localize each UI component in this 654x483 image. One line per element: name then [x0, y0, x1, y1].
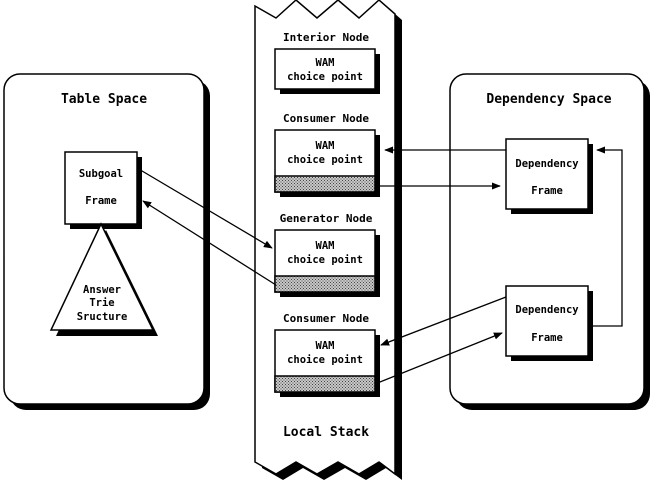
table-space-title: Table Space: [61, 92, 147, 107]
generator-node-title: Generator Node: [280, 212, 373, 225]
arrow-subgoal-to-generator: [136, 167, 273, 249]
arrow-generator-to-subgoal: [142, 200, 277, 286]
consumer-node-2-line2: choice point: [287, 354, 363, 366]
answer-trie-line2: Trie: [89, 297, 114, 309]
consumer-node-1-line1: WAM: [316, 140, 335, 152]
dependency-frame-1-line1: Dependency: [515, 158, 579, 170]
arrows: [136, 146, 623, 385]
dependency-frame-2-line2: Frame: [531, 332, 563, 344]
interior-node-title: Interior Node: [283, 31, 369, 44]
consumer-node-1: Consumer Node WAM choice point: [274, 112, 380, 197]
generator-node-line2: choice point: [287, 254, 363, 266]
dependency-space-panel: Dependency Space: [449, 73, 650, 410]
dependency-space-title: Dependency Space: [486, 92, 611, 107]
interior-node-line1: WAM: [316, 57, 335, 69]
consumer-node-2-title: Consumer Node: [283, 312, 369, 325]
interior-node-line2: choice point: [287, 71, 363, 83]
dependency-frame-1: Dependency Frame: [505, 138, 593, 214]
consumer-node-2-line1: WAM: [316, 340, 335, 352]
arrow-depframe2-to-depframe1: [588, 146, 623, 327]
subgoal-frame-line1: Subgoal: [79, 168, 123, 180]
generator-node: Generator Node WAM choice point: [274, 212, 380, 297]
answer-trie-triangle: Answer Trie Sructure: [49, 222, 158, 336]
local-stack-label: Local Stack: [283, 425, 369, 440]
answer-trie-line3: Sructure: [77, 311, 128, 323]
consumer-node-1-line2: choice point: [287, 154, 363, 166]
subgoal-frame-box: Subgoal Frame: [64, 151, 142, 229]
arrow-depframe2-to-consumer2: [380, 296, 507, 346]
generator-node-line1: WAM: [316, 240, 335, 252]
dependency-frame-2: Dependency Frame: [505, 285, 593, 361]
consumer-node-2: Consumer Node WAM choice point: [274, 312, 380, 397]
subgoal-frame-line2: Frame: [85, 195, 117, 207]
dependency-frame-2-line1: Dependency: [515, 304, 579, 316]
interior-node: Interior Node WAM choice point: [274, 31, 380, 94]
consumer-node-1-title: Consumer Node: [283, 112, 369, 125]
answer-trie-line1: Answer: [83, 284, 121, 296]
arrow-consumer2-to-depframe2: [374, 332, 503, 385]
dependency-frame-1-line2: Frame: [531, 185, 563, 197]
